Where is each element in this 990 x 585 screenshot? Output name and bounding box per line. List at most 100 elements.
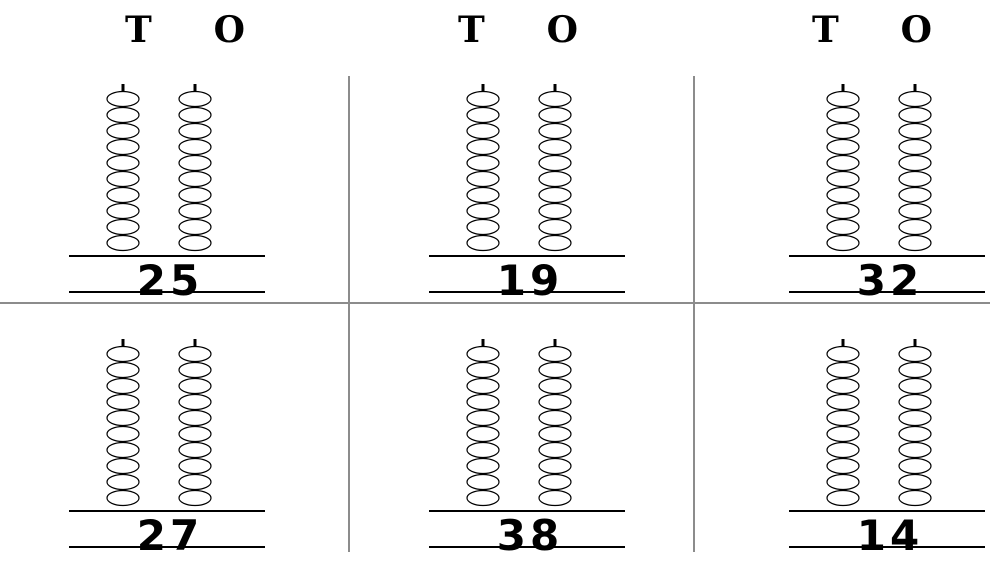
bead: [467, 172, 499, 187]
ones-label: O: [214, 9, 245, 51]
bead: [179, 172, 211, 187]
bead: [107, 491, 139, 506]
bead: [827, 459, 859, 474]
bead: [539, 220, 571, 235]
bead: [539, 204, 571, 219]
column-header-3: T O: [812, 8, 932, 52]
bead: [539, 347, 571, 362]
bead: [827, 363, 859, 378]
bead: [179, 124, 211, 139]
bead: [827, 220, 859, 235]
bead: [899, 363, 931, 378]
bead: [467, 363, 499, 378]
bead: [827, 427, 859, 442]
bead: [539, 411, 571, 426]
bead: [827, 92, 859, 107]
bead: [827, 236, 859, 251]
bead: [899, 379, 931, 394]
bead: [107, 188, 139, 203]
bead: [827, 204, 859, 219]
bead: [827, 156, 859, 171]
bead: [899, 92, 931, 107]
bead: [179, 347, 211, 362]
column-header-2: T O: [458, 8, 578, 52]
number-label: 14: [775, 515, 990, 557]
bead: [107, 108, 139, 123]
ones-label: O: [547, 9, 578, 51]
bead: [179, 204, 211, 219]
bead: [107, 124, 139, 139]
bead: [827, 411, 859, 426]
bead: [179, 188, 211, 203]
bead: [179, 363, 211, 378]
bead: [539, 156, 571, 171]
bead: [467, 427, 499, 442]
bead: [467, 188, 499, 203]
bead: [467, 124, 499, 139]
bead: [827, 475, 859, 490]
ones-label: O: [901, 9, 932, 51]
bead: [467, 92, 499, 107]
bead: [179, 427, 211, 442]
abacus-problem-3: 32: [775, 80, 990, 330]
bead: [467, 108, 499, 123]
bead: [107, 347, 139, 362]
number-label: 25: [55, 260, 285, 302]
bead: [107, 204, 139, 219]
bead: [179, 236, 211, 251]
bead: [827, 124, 859, 139]
column-header-1: T O: [125, 8, 245, 52]
bead: [107, 475, 139, 490]
bead: [107, 427, 139, 442]
bead: [539, 475, 571, 490]
bead: [827, 491, 859, 506]
bead: [467, 459, 499, 474]
abacus-problem-2: 19: [415, 80, 645, 330]
bead: [467, 156, 499, 171]
number-label: 32: [775, 260, 990, 302]
bead: [107, 220, 139, 235]
bead: [827, 108, 859, 123]
vertical-divider-1: [348, 76, 350, 552]
bead: [899, 108, 931, 123]
bead: [827, 347, 859, 362]
bead: [539, 491, 571, 506]
bead: [899, 347, 931, 362]
bead: [179, 108, 211, 123]
bead: [827, 443, 859, 458]
bead: [899, 188, 931, 203]
bead: [179, 411, 211, 426]
bead: [467, 475, 499, 490]
bead: [539, 459, 571, 474]
bead: [899, 172, 931, 187]
bead: [539, 140, 571, 155]
bead: [899, 443, 931, 458]
bead: [539, 172, 571, 187]
bead: [107, 156, 139, 171]
bead: [107, 236, 139, 251]
bead: [899, 220, 931, 235]
bead: [539, 363, 571, 378]
bead: [827, 172, 859, 187]
bead: [179, 140, 211, 155]
bead: [107, 379, 139, 394]
tens-label: T: [125, 9, 152, 51]
bead: [107, 395, 139, 410]
bead: [467, 220, 499, 235]
bead: [107, 459, 139, 474]
vertical-divider-2: [693, 76, 695, 552]
tens-label: T: [812, 9, 839, 51]
bead: [899, 204, 931, 219]
bead: [899, 427, 931, 442]
bead: [899, 411, 931, 426]
bead: [539, 124, 571, 139]
abacus-problem-1: 25: [55, 80, 285, 330]
bead: [467, 140, 499, 155]
bead: [467, 395, 499, 410]
number-label: 27: [55, 515, 285, 557]
bead: [107, 172, 139, 187]
number-label: 38: [415, 515, 645, 557]
bead: [179, 443, 211, 458]
bead: [179, 395, 211, 410]
bead: [179, 459, 211, 474]
